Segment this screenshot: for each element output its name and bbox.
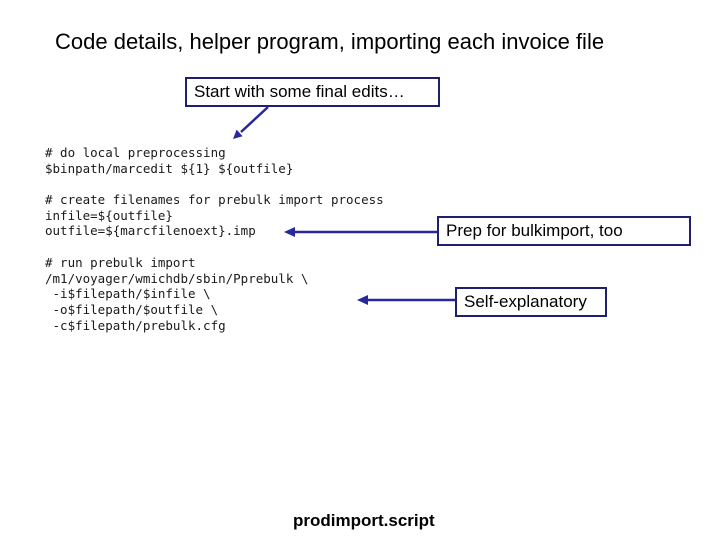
code-line: # do local preprocessing bbox=[45, 145, 226, 160]
code-line bbox=[45, 239, 384, 255]
code-line: infile=${outfile} bbox=[45, 207, 173, 223]
callout-start-edits: Start with some final edits… bbox=[185, 77, 440, 107]
code-line: # create filenames for prebulk import pr… bbox=[45, 192, 384, 208]
callout-self-explanatory: Self-explanatory bbox=[455, 287, 607, 317]
code-line: $binpath/marcedit ${1} ${outfile} bbox=[45, 160, 294, 176]
code-line: -c$filepath/prebulk.cfg bbox=[45, 317, 226, 333]
callout-self-explanatory-label: Self-explanatory bbox=[464, 292, 587, 311]
code-line: -i$filepath/$infile \ bbox=[45, 286, 211, 302]
code-line bbox=[45, 176, 384, 192]
callout-prep-bulkimport-label: Prep for bulkimport, too bbox=[446, 221, 623, 240]
callout-start-edits-label: Start with some final edits… bbox=[194, 82, 405, 101]
code-line: outfile=${marcfilenoext}.imp bbox=[45, 223, 256, 239]
code-block: # do local preprocessing $binpath/marced… bbox=[45, 145, 384, 333]
footer-script-name: prodimport.script bbox=[293, 511, 435, 530]
slide-title: Code details, helper program, importing … bbox=[55, 29, 605, 54]
code-line: /m1/voyager/wmichdb/sbin/Pprebulk \ bbox=[45, 270, 309, 286]
code-line: # run prebulk import bbox=[45, 254, 196, 270]
code-line: -o$filepath/$outfile \ bbox=[45, 301, 219, 317]
callout-prep-bulkimport: Prep for bulkimport, too bbox=[437, 216, 691, 246]
arrow-start-edits bbox=[233, 106, 269, 139]
arrow-start-edits-line bbox=[240, 106, 269, 133]
arrow-start-edits-head-icon bbox=[233, 129, 243, 139]
